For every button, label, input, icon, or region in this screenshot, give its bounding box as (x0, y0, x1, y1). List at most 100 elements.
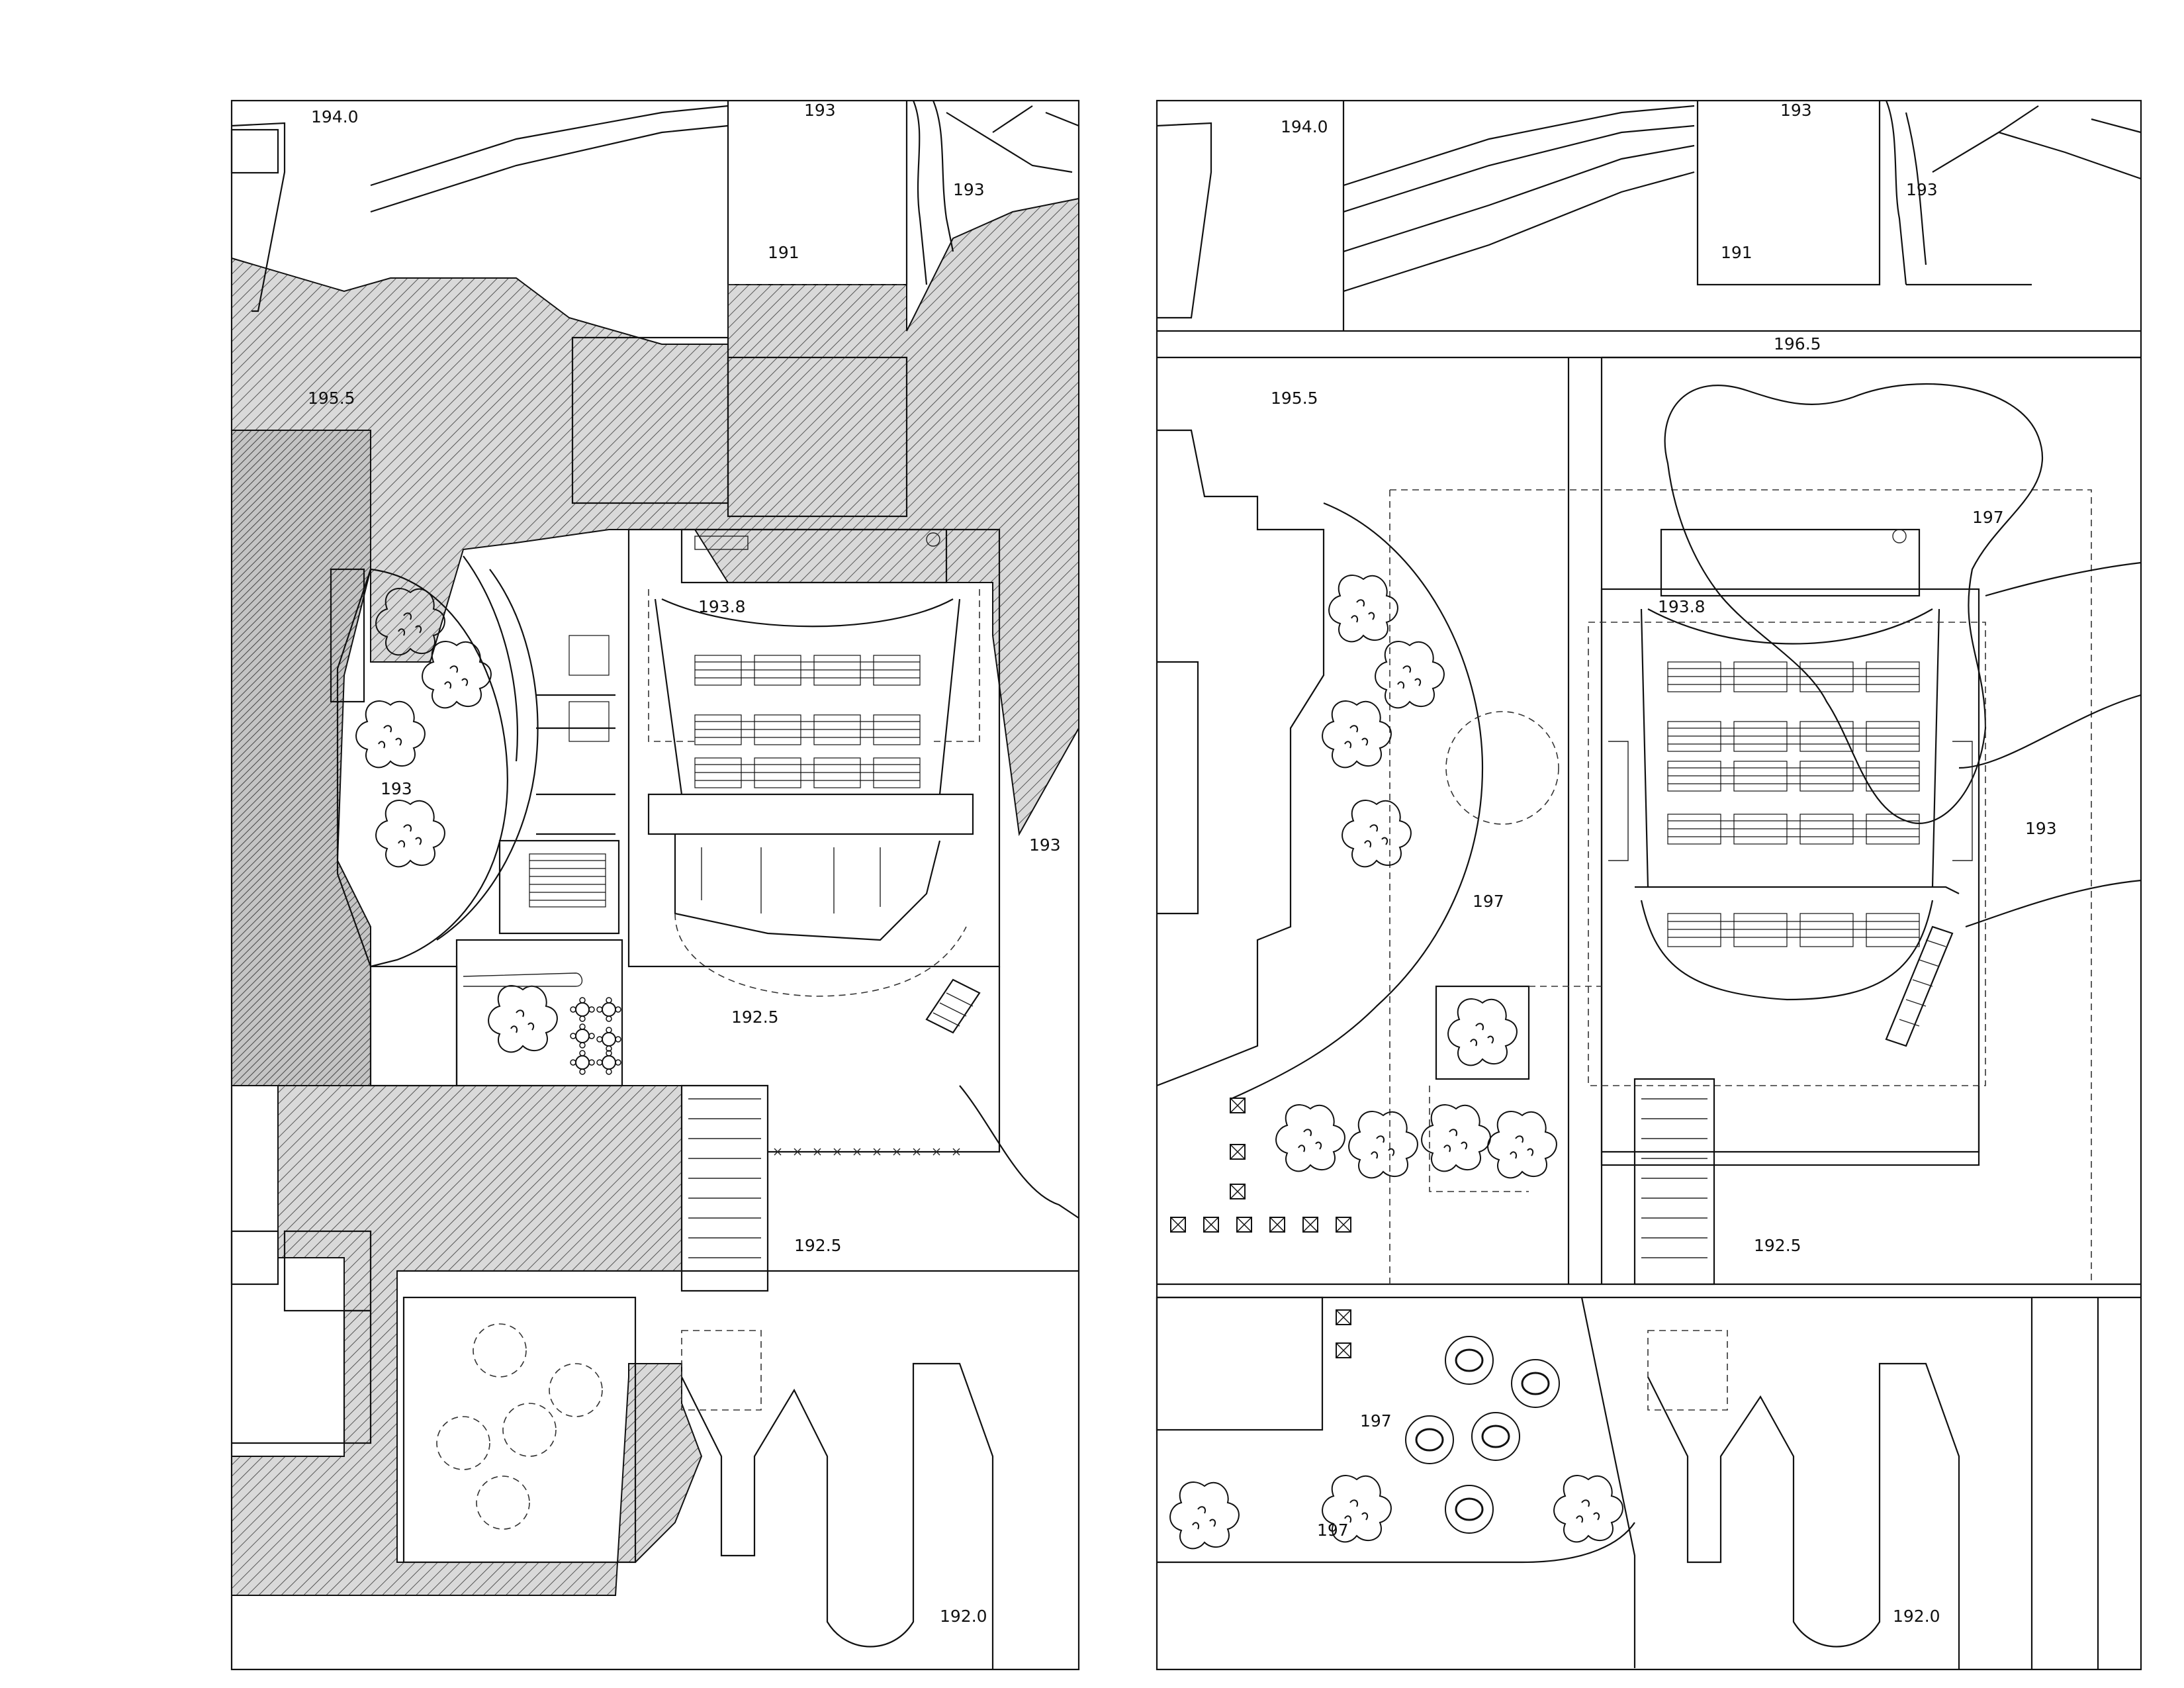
right-plan-frame (1156, 99, 2142, 1671)
contour-line (1958, 694, 2142, 769)
west-building (1157, 661, 1199, 915)
planter-icon (1471, 1411, 1521, 1462)
stage-backroom (680, 528, 948, 584)
hall-room (498, 839, 620, 935)
tree-icon (1421, 1104, 1491, 1172)
property-line (2030, 1297, 2099, 1669)
stair (1885, 925, 1954, 1047)
bollard-icon (1336, 1342, 1351, 1358)
contour-line (1343, 124, 1695, 213)
contour-line (932, 100, 954, 252)
table-icon (570, 1023, 595, 1049)
contour-line (1965, 879, 2142, 928)
left-site-plan: 194.0 193 193 191 195.5 193.8 193 193 19… (230, 99, 1080, 1671)
contour-line (1156, 122, 1212, 319)
seating-block (694, 655, 921, 788)
dashed-canopy (674, 913, 967, 997)
contour-line (1885, 100, 1907, 285)
south-building (1156, 1296, 1324, 1431)
service-building (727, 356, 908, 518)
bollard-icon (1236, 1217, 1252, 1233)
tree-icon (1328, 575, 1398, 643)
bollard-icon (1336, 1217, 1351, 1233)
table-icon (596, 1027, 621, 1052)
contour-line (992, 105, 1079, 133)
walk-edge (1157, 1522, 1635, 1564)
stair (925, 978, 981, 1034)
tree-icon (1447, 998, 1518, 1066)
elevation-label: 194.0 (311, 107, 359, 126)
contour-line (912, 100, 928, 285)
contour-line (1343, 171, 1695, 293)
elevation-label: 197 (1972, 508, 2004, 527)
elevation-label: 195.5 (1271, 389, 1318, 408)
contour-line (1664, 383, 2043, 824)
elevation-label: 191 (1721, 243, 1752, 262)
elevation-label: 192.5 (731, 1008, 779, 1027)
contour-line (1343, 105, 1695, 187)
west-building (230, 1230, 279, 1286)
lobby-walls (701, 847, 881, 914)
dashed-zone (681, 1330, 762, 1411)
auditorium-walls (1640, 608, 1940, 888)
tree-icon (422, 641, 492, 709)
foyer-curve (436, 569, 539, 941)
elevation-label: 197 (1473, 892, 1504, 911)
planting-circle (502, 1403, 557, 1457)
bleacher-lines (688, 1098, 761, 1258)
contour-line (1998, 105, 2142, 134)
elevation-label: 193 (953, 180, 985, 199)
elevation-label: 192.0 (940, 1607, 987, 1626)
planting-circle (549, 1363, 603, 1417)
elevation-label: 192.5 (1754, 1236, 1801, 1255)
bleacher-lines (1641, 1098, 1707, 1258)
stage-backroom (1660, 528, 1921, 597)
planting-circle (436, 1416, 490, 1470)
planter-icon (1510, 1358, 1561, 1409)
auditorium-walls (654, 598, 961, 795)
elevation-label: 195.5 (308, 389, 355, 408)
planter-icon (1444, 1484, 1494, 1534)
bollard-icon (1269, 1217, 1285, 1233)
walk-edge (1157, 1283, 2141, 1299)
hall-seating (529, 853, 606, 908)
garden-court (402, 1296, 637, 1564)
serpentine-path (1580, 1297, 1636, 1668)
bollards (774, 1148, 960, 1156)
elevation-label: 193 (804, 101, 836, 120)
terrain-hatch-west (231, 430, 371, 1086)
tree-icon (1342, 800, 1412, 868)
elevation-label: 193 (2025, 819, 2057, 838)
stage-edge (661, 598, 954, 628)
planter-icon (1404, 1415, 1455, 1465)
contour-line (959, 1085, 1079, 1219)
contour-line (370, 105, 729, 187)
planting-circle (476, 1476, 530, 1530)
dashed-circle (1445, 711, 1559, 825)
dashed-zone (1647, 1330, 1728, 1411)
bollard-icon (1336, 1309, 1351, 1325)
bollard-icon (1170, 1217, 1186, 1233)
foyer-plaza (336, 568, 508, 968)
tree-icon (1322, 700, 1392, 769)
outbuilding (230, 128, 279, 174)
bollard-icon (1230, 1144, 1246, 1160)
foyer-curve (1230, 502, 1484, 1100)
contour-line (370, 124, 729, 213)
bleacher-steps (1633, 1078, 1715, 1286)
elevation-label: 193 (1029, 835, 1061, 855)
walk-edge (1602, 1086, 1980, 1153)
cross-aisle (1635, 886, 1960, 894)
washroom-fixtures (569, 635, 610, 742)
table-icon (570, 997, 595, 1022)
table-icon (570, 1050, 595, 1075)
tree-icon (1169, 1481, 1240, 1550)
tree-icon (1275, 1104, 1345, 1172)
elevation-label: 193 (1906, 180, 1938, 199)
contour-line (231, 122, 286, 312)
elevation-label: 192.5 (794, 1236, 842, 1255)
tree-icon (375, 800, 445, 868)
contour-line (1343, 144, 1695, 253)
terrace (369, 965, 458, 1087)
